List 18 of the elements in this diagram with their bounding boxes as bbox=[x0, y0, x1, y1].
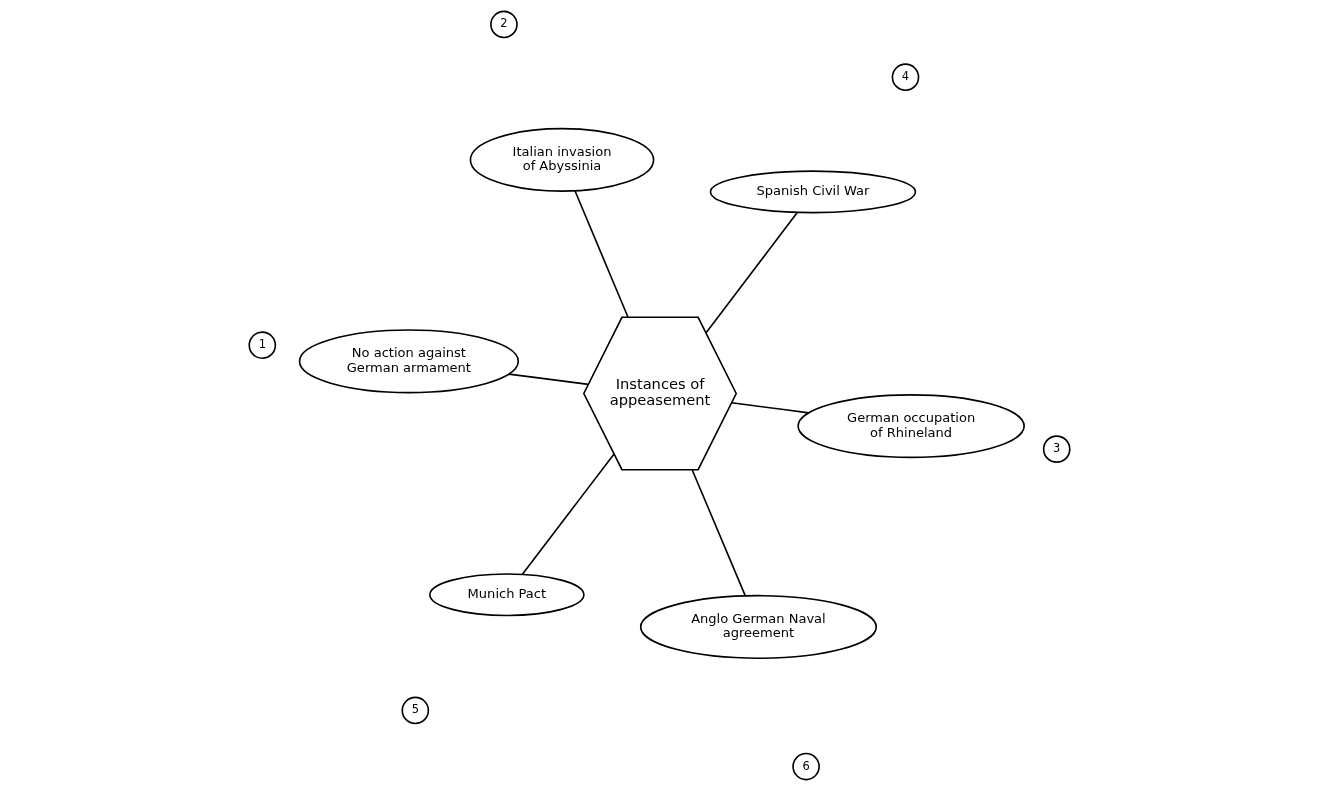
node-circle: 5 bbox=[401, 696, 430, 725]
connector bbox=[574, 189, 629, 318]
node-circle: 1 bbox=[248, 331, 277, 360]
connector bbox=[705, 211, 799, 334]
node-ellipse: No action against German armament bbox=[298, 329, 520, 394]
connector bbox=[521, 453, 615, 576]
node-ellipse: Munich Pact bbox=[429, 573, 585, 617]
node-circle: 4 bbox=[891, 63, 920, 92]
connector bbox=[730, 402, 810, 414]
node-circle: 6 bbox=[792, 752, 820, 781]
node-ellipse: Anglo German Naval agreement bbox=[639, 594, 878, 660]
node-circle: 2 bbox=[490, 10, 518, 39]
node-ellipse: Spanish Civil War bbox=[709, 170, 917, 214]
connector bbox=[691, 469, 747, 597]
node-ellipse: Italian invasion of Abyssinia bbox=[469, 127, 655, 192]
connector bbox=[507, 373, 590, 386]
node-ellipse: German occupation of Rhineland bbox=[797, 394, 1025, 459]
node-circle: 3 bbox=[1042, 435, 1071, 463]
